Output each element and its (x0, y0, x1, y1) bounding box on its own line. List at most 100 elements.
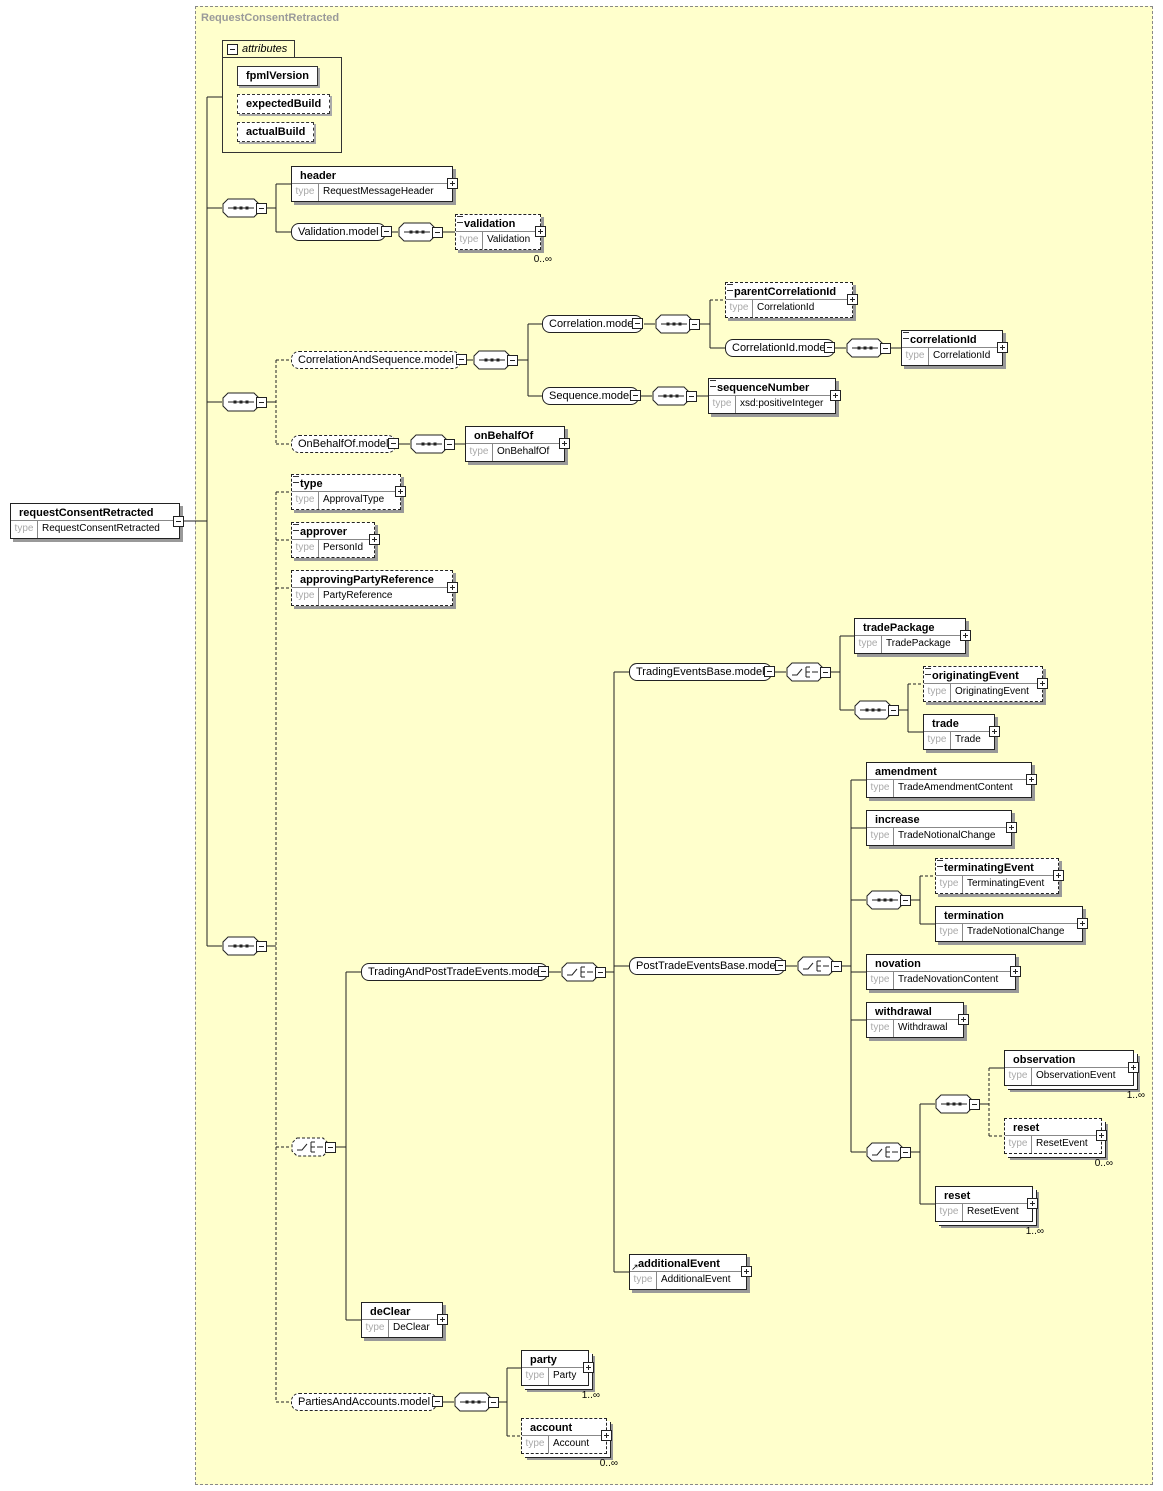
collapse-icon[interactable] (969, 1099, 980, 1110)
expand-icon[interactable] (1037, 678, 1048, 689)
collapse-icon[interactable] (227, 44, 238, 55)
expand-icon[interactable] (1077, 918, 1088, 929)
collapse-icon[interactable] (632, 318, 643, 329)
sequence-icon[interactable] (935, 1094, 973, 1114)
choice-icon[interactable] (797, 956, 835, 976)
expand-icon[interactable] (830, 390, 841, 401)
expand-icon[interactable] (447, 178, 458, 189)
expand-icon[interactable] (437, 1314, 448, 1325)
collapse-icon[interactable] (824, 342, 835, 353)
sequence-icon[interactable] (398, 222, 436, 242)
sequence-icon[interactable] (410, 434, 448, 454)
collapse-icon[interactable] (507, 355, 518, 366)
group-tradingandposttrade[interactable]: TradingAndPostTradeEvents.model (361, 963, 549, 981)
sequence-icon[interactable] (854, 700, 892, 720)
collapse-icon[interactable] (432, 227, 443, 238)
sequence-icon[interactable] (222, 936, 260, 956)
sequence-icon[interactable] (866, 890, 904, 910)
group-sequencemodel[interactable]: Sequence.model (542, 387, 639, 405)
collapse-icon[interactable] (775, 960, 786, 971)
sequence-icon[interactable] (454, 1392, 492, 1412)
group-partiesandaccounts[interactable]: PartiesAndAccounts.model (291, 1393, 438, 1411)
choice-icon[interactable] (561, 962, 599, 982)
attributes-tab[interactable]: attributes (222, 40, 295, 58)
collapse-icon[interactable] (256, 397, 267, 408)
expand-icon[interactable] (447, 582, 458, 593)
choice-icon[interactable] (866, 1142, 904, 1162)
collapse-icon[interactable] (381, 226, 392, 237)
expand-icon[interactable] (601, 1430, 612, 1441)
expand-icon[interactable] (1006, 822, 1017, 833)
collapse-icon[interactable] (256, 203, 267, 214)
expand-icon[interactable] (958, 1014, 969, 1025)
expand-icon[interactable] (369, 534, 380, 545)
expand-icon[interactable] (583, 1362, 594, 1373)
group-tradingeventsbase[interactable]: TradingEventsBase.model (629, 663, 772, 681)
collapse-icon[interactable] (456, 354, 467, 365)
expand-icon[interactable] (1010, 966, 1021, 977)
collapse-icon[interactable] (388, 438, 399, 449)
sequence-icon[interactable] (652, 386, 690, 406)
collapse-icon[interactable] (900, 1147, 911, 1158)
expand-icon[interactable] (535, 226, 546, 237)
expand-icon[interactable] (847, 294, 858, 305)
expand-icon[interactable] (1026, 774, 1037, 785)
choice-icon[interactable] (786, 662, 824, 682)
choice-icon[interactable] (291, 1137, 329, 1157)
collapse-icon[interactable] (538, 966, 549, 977)
collapse-icon[interactable] (689, 319, 700, 330)
collapse-icon[interactable] (432, 1396, 443, 1407)
collapse-icon[interactable] (888, 705, 899, 716)
attribute-fpmlversion[interactable]: fpmlVersion (237, 66, 318, 86)
collapse-icon[interactable] (444, 439, 455, 450)
attribute-expectedbuild[interactable]: expectedBuild (237, 94, 331, 114)
group-validationmodel[interactable]: Validation.model (291, 223, 386, 241)
group-correlationmodel[interactable]: Correlation.model (542, 315, 643, 333)
group-onbehalfofmodel[interactable]: OnBehalfOf.model (291, 435, 396, 453)
group-correlationidmodel[interactable]: CorrelationId.model (725, 339, 835, 357)
collapse-icon[interactable] (630, 390, 641, 401)
attribute-actualbuild[interactable]: actualBuild (237, 122, 315, 142)
expand-icon[interactable] (989, 726, 1000, 737)
sequence-icon[interactable] (222, 392, 260, 412)
expand-icon[interactable] (1096, 1130, 1107, 1141)
collapse-icon[interactable] (325, 1142, 336, 1153)
collapse-icon[interactable] (595, 967, 606, 978)
expand-icon[interactable] (1128, 1062, 1139, 1073)
expand-icon[interactable] (395, 486, 406, 497)
collapse-icon[interactable] (173, 516, 184, 527)
sequence-icon[interactable] (473, 350, 511, 370)
sequence-icon[interactable] (222, 198, 260, 218)
collapse-icon[interactable] (820, 667, 831, 678)
expand-icon[interactable] (741, 1266, 752, 1277)
group-correlationandsequence[interactable]: CorrelationAndSequence.model (291, 351, 461, 369)
expand-icon[interactable] (1053, 870, 1064, 881)
collapse-icon[interactable] (764, 666, 775, 677)
expand-icon[interactable] (997, 342, 1008, 353)
collapse-icon[interactable] (880, 343, 891, 354)
collapse-icon[interactable] (686, 391, 697, 402)
